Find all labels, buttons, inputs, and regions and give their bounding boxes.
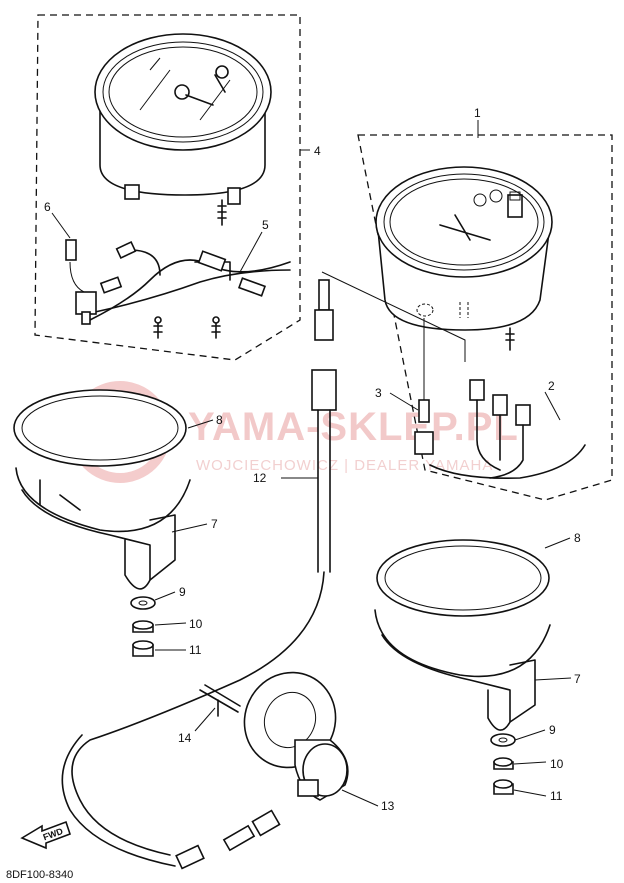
speedometer-gauge — [375, 166, 553, 351]
watermark-brand: YAMA-SKLEP.PL — [188, 405, 519, 449]
callout-7-right: 7 — [574, 672, 581, 686]
callout-9-left: 9 — [179, 585, 186, 599]
bracket-7-right — [374, 609, 551, 731]
bracket-7-left — [15, 467, 191, 590]
callouts: 1 2 3 4 5 6 7 7 8 8 9 9 10 10 11 11 12 1… — [44, 106, 581, 813]
callout-9-right: 9 — [549, 723, 556, 737]
callout-8-right: 8 — [574, 531, 581, 545]
callout-2: 2 — [548, 379, 555, 393]
callout-1: 1 — [474, 106, 481, 120]
ring-8-left — [13, 389, 187, 467]
callout-8-left: 8 — [216, 413, 223, 427]
diagram-code: 8DF100-8340 — [6, 869, 73, 881]
fwd-arrow-icon: FWD — [20, 820, 72, 850]
callout-11-right: 11 — [550, 789, 563, 803]
drive-unit-13 — [243, 671, 349, 801]
ring-8-right — [376, 539, 550, 617]
callout-4: 4 — [314, 144, 321, 158]
tachometer-wiring — [65, 239, 291, 339]
callout-5: 5 — [262, 218, 269, 232]
callout-10-left: 10 — [189, 617, 203, 631]
callout-11-left: 11 — [189, 643, 202, 657]
callout-3: 3 — [375, 386, 382, 400]
callout-12: 12 — [253, 471, 267, 485]
hardware-9-10-11-right — [490, 733, 516, 795]
speedometer-cable-12 — [61, 279, 337, 867]
assembly-4-dashed-box — [34, 14, 301, 361]
watermark-subtitle: WOJCIECHOWICZ | DEALER YAMAHA — [196, 457, 493, 474]
pin-14 — [199, 684, 241, 717]
callout-14: 14 — [178, 731, 192, 745]
callout-6: 6 — [44, 200, 51, 214]
tachometer-gauge — [94, 33, 272, 226]
callout-10-right: 10 — [550, 757, 564, 771]
drive-link-line — [321, 271, 466, 362]
callout-7-left: 7 — [211, 517, 218, 531]
cable-end-fitting — [175, 809, 281, 870]
callout-13: 13 — [381, 799, 395, 813]
hardware-9-10-11-left — [130, 596, 156, 657]
leader-lines — [51, 120, 572, 807]
